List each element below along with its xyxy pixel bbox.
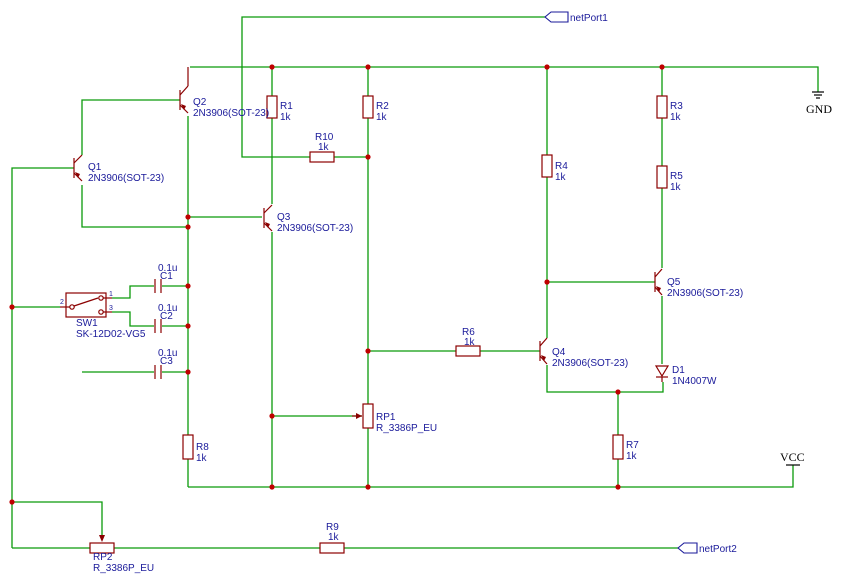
r8-ref: R8 [196,442,209,453]
net-port-1: netPort1 [544,11,608,24]
resistor-r3: R3 1k [656,95,683,123]
q2-ref: Q2 [193,97,207,108]
resistor-r10: R10 1k [309,132,335,163]
junction [365,154,371,160]
transistor-q3: Q3 2N3906(SOT-23) [263,204,353,234]
net-port-2: netPort2 [677,542,737,555]
resistor-r4: R4 1k [541,154,568,183]
sw1-pin-2: 2 [60,299,64,306]
resistor-r5: R5 1k [656,165,683,193]
transistor-q5: Q5 2N3906(SOT-23) [654,268,743,299]
c3-value: 0.1u [158,348,177,359]
junction [365,484,371,490]
junction [269,484,275,490]
resistor-r2: R2 1k [362,95,389,123]
switch-sw1: 2 1 3 SW1 SK-12D02-VG5 [60,291,146,340]
gnd-symbol: GND [806,91,832,116]
resistor-r6: R6 1k [455,327,481,357]
r6-ref: R6 [462,327,475,338]
r2-value: 1k [376,112,388,123]
c1-ref: C1 [160,271,173,282]
potentiometer-rp1: RP1 R_3386P_EU [352,403,437,434]
wires [11,16,819,549]
junctions [9,64,665,505]
potentiometer-rp2: RP2 R_3386P_EU [89,535,154,574]
q1-value: 2N3906(SOT-23) [88,173,164,184]
net-port-2-label: netPort2 [699,544,737,555]
junction [185,224,191,230]
q3-value: 2N3906(SOT-23) [277,223,353,234]
diode-d1: D1 1N4007W [654,365,717,387]
transistor-q1: Q1 2N3906(SOT-23) [73,154,164,184]
r1-value: 1k [280,112,292,123]
junction [185,323,191,329]
resistor-r1: R1 1k [266,95,293,123]
sw1-ref: SW1 [76,318,98,329]
junction [185,214,191,220]
sw1-pin-1: 1 [109,291,113,298]
junction [365,348,371,354]
r5-value: 1k [670,182,682,193]
vcc-label: VCC [780,450,805,464]
transistor-q2: Q2 2N3906(SOT-23) [179,67,269,119]
r9-value: 1k [328,532,340,543]
q1-ref: Q1 [88,162,102,173]
d1-value: 1N4007W [672,376,717,387]
q4-ref: Q4 [552,347,566,358]
r7-ref: R7 [626,440,639,451]
junction [659,64,665,70]
junction [269,413,275,419]
vcc-symbol: VCC [780,450,805,466]
q4-value: 2N3906(SOT-23) [552,358,628,369]
q5-ref: Q5 [667,277,681,288]
rp1-ref: RP1 [376,412,396,423]
r6-value: 1k [464,337,476,348]
r10-value: 1k [318,142,330,153]
r3-ref: R3 [670,101,683,112]
net-port-1-label: netPort1 [570,13,608,24]
junction [185,283,191,289]
q3-ref: Q3 [277,212,291,223]
transistor-q4: Q4 2N3906(SOT-23) [539,337,628,369]
resistor-r9: R9 1k [319,522,345,554]
r7-value: 1k [626,451,638,462]
r2-ref: R2 [376,101,389,112]
junction [615,389,621,395]
d1-ref: D1 [672,365,685,376]
c1-value: 0.1u [158,263,177,274]
r4-value: 1k [555,172,567,183]
r4-ref: R4 [555,161,568,172]
sw1-value: SK-12D02-VG5 [76,329,146,340]
resistor-r7: R7 1k [612,434,639,462]
junction [365,64,371,70]
sw1-pin-3: 3 [109,305,113,312]
r1-ref: R1 [280,101,293,112]
q2-value: 2N3906(SOT-23) [193,108,269,119]
junction [185,369,191,375]
capacitor-c1: 0.1u C1 [154,263,177,293]
r5-ref: R5 [670,171,683,182]
c3-ref: C3 [160,356,173,367]
r9-ref: R9 [326,522,339,533]
rp2-ref: RP2 [93,552,113,563]
junction [269,64,275,70]
r10-ref: R10 [315,132,334,143]
junction [9,304,15,310]
junction [544,279,550,285]
junction [544,64,550,70]
r8-value: 1k [196,453,208,464]
junction [615,484,621,490]
r3-value: 1k [670,112,682,123]
rp2-value: R_3386P_EU [93,563,154,574]
resistor-r8: R8 1k [182,434,209,464]
capacitor-c3: 0.1u C3 [154,348,177,379]
c2-ref: C2 [160,311,173,322]
q5-value: 2N3906(SOT-23) [667,288,743,299]
junction [9,499,15,505]
gnd-label: GND [806,102,832,116]
capacitor-c2: 0.1u C2 [154,303,177,333]
rp1-value: R_3386P_EU [376,423,437,434]
c2-value: 0.1u [158,303,177,314]
